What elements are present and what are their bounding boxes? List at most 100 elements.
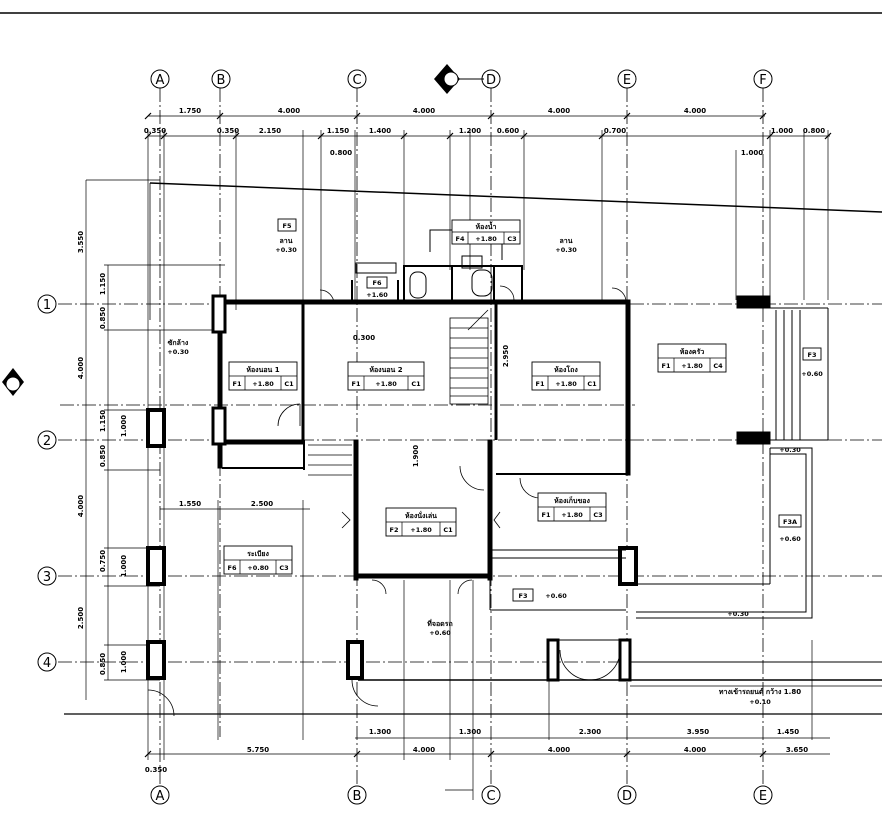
dimension-text: 0.850 [99,307,107,329]
grid-label-top: B [217,73,226,88]
grid-label-top: A [156,73,165,88]
room-name: ห้องนอน 2 [369,365,402,374]
dimension-text: 4.000 [684,107,706,115]
dimension-text: 1.200 [459,127,481,135]
finish-tag: F3 [808,351,817,359]
dimension-text: 1.150 [99,273,107,295]
finish-tag: F5 [283,222,292,230]
room-floor-code: F1 [352,380,361,388]
grid-label-left: 1 [43,298,51,313]
room-ceiling-code: C1 [443,526,453,534]
grid-label-left: 4 [43,656,51,671]
dimension-text: 1.400 [369,127,391,135]
dimension-text: 0.750 [99,550,107,572]
dimension-text: 3.950 [687,728,709,736]
room-name: ห้องโถง [554,365,578,374]
dimension-text: 1.000 [741,149,763,157]
room-level: +1.80 [410,526,432,534]
room-name: ห้องนอน 1 [246,365,279,374]
grid-bubbles-bottom [150,785,773,805]
dimension-text: 1.300 [369,728,391,736]
dimension-text: 1.900 [412,445,420,467]
room-name: ระเบียง [247,550,269,558]
dimension-text: 1.450 [777,728,799,736]
room-floor-code: F1 [662,362,671,370]
finish-tag-level: +1.60 [366,291,388,299]
dimension-text: 0.800 [803,127,825,135]
dimension-text: 2.300 [579,728,601,736]
area-name: ลาน [559,237,572,245]
grid-label-top: D [486,73,496,88]
dimension-text: 0.850 [99,653,107,675]
grid-label-bottom: D [622,789,632,804]
area-name: ลาน [279,237,292,245]
room-name: ห้องนั่งเล่น [405,510,437,520]
dimension-text: 1.000 [120,415,128,437]
room-level: +1.80 [252,380,274,388]
dimension-text: 1.300 [459,728,481,736]
area-level: +0.30 [275,246,297,254]
area-level: +0.30 [167,348,189,356]
stairs [308,309,489,476]
grid-bubbles-left [37,294,57,672]
grid-label-bottom: C [486,789,495,804]
driveway-level: +0.10 [749,698,771,706]
grid-label-top: C [352,73,361,88]
dimension-text: 4.000 [77,357,85,379]
finish-tag: F3A [783,518,797,526]
room-name: ห้องเก็บของ [554,496,590,505]
room-level: +1.80 [555,380,577,388]
dimension-text: 5.750 [247,746,269,754]
spot-level: +0.30 [727,610,749,618]
grid-label-left: 2 [43,434,51,449]
area-name: ซักล้าง [168,338,189,347]
section-marker-icon [434,64,484,94]
grid-bubbles-top [150,69,773,89]
dimension-text: 1.150 [327,127,349,135]
area-level: +0.30 [555,246,577,254]
room-floor-code: F4 [456,235,465,243]
dimension-text: 2.500 [251,500,273,508]
driveway-note: ทางเข้ารถยนต์ กว้าง 1.80 [719,687,801,696]
room-floor-code: F6 [228,564,237,572]
room-level: +1.80 [681,362,703,370]
room-floor-code: F1 [536,380,545,388]
room-ceiling-code: C4 [713,362,723,370]
dimension-text: 4.000 [684,746,706,754]
grid-label-bottom: E [759,789,767,804]
room-ceiling-code: C1 [284,380,294,388]
area-name: ที่จอดรถ [427,618,453,628]
door-swings [147,285,627,717]
room-ceiling-code: C1 [587,380,597,388]
spot-level: +0.30 [779,446,801,454]
dimension-ticks [144,112,832,758]
finish-tag-level: +0.60 [801,370,823,378]
finish-tag: F3 [519,592,528,600]
room-name: ห้องครัว [680,347,705,356]
dimension-text: 0.700 [604,127,626,135]
dimension-text: 2.950 [502,345,510,367]
dimension-text: 0.300 [353,334,375,342]
dimension-text: 4.000 [548,746,570,754]
room-level: +1.80 [375,380,397,388]
dimension-text: 1.150 [99,410,107,432]
dimension-text: 0.800 [330,149,352,157]
room-ceiling-code: C3 [279,564,288,572]
dimension-text: 1.000 [771,127,793,135]
grid-label-top: E [623,73,631,88]
grid-label-left: 3 [43,570,51,585]
dimension-text: 1.000 [120,555,128,577]
dimension-text: 4.000 [413,107,435,115]
room-level: +0.80 [247,564,269,572]
room-floor-code: F1 [233,380,242,388]
grid-label-top: F [759,73,766,88]
dimension-text: 0.350 [144,127,166,135]
room-floor-code: F1 [542,511,551,519]
walls [64,182,882,715]
room-ceiling-code: C3 [507,235,516,243]
room-level: +1.80 [475,235,497,243]
dimension-text: 2.150 [259,127,281,135]
dimension-text: 3.550 [77,231,85,253]
dimension-text: 1.000 [120,651,128,673]
